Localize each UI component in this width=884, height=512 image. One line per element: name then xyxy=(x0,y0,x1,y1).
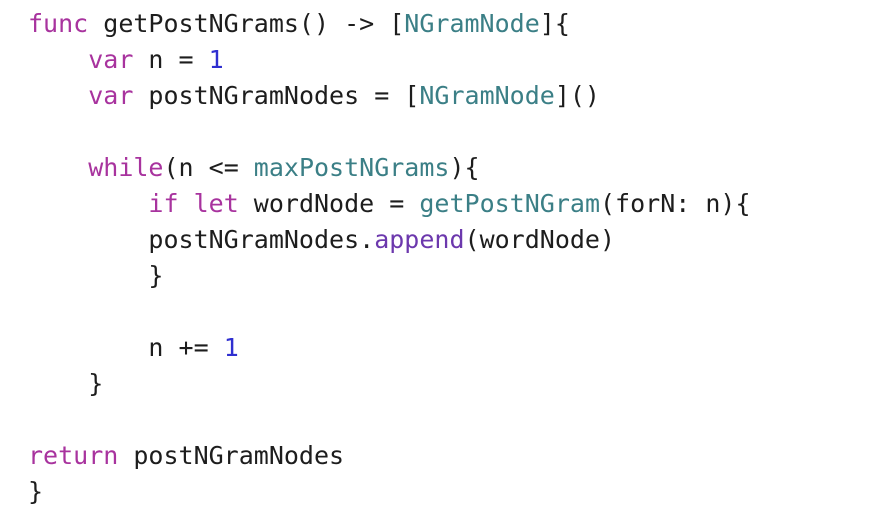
keyword-return: return xyxy=(28,441,119,470)
keyword-if: if xyxy=(148,189,179,218)
variable-postngramnodes-declaration: postNGramNodes = [ xyxy=(133,81,420,110)
code-line: return postNGramNodes xyxy=(28,438,751,474)
function-signature: getPostNGrams() -> [ xyxy=(88,9,405,38)
type-ngramnode: NGramNode xyxy=(404,9,540,38)
indent xyxy=(28,261,148,290)
keyword-func: func xyxy=(28,9,89,38)
space xyxy=(179,189,194,218)
keyword-let: let xyxy=(193,189,239,218)
closing-brace: } xyxy=(28,477,44,506)
call-arguments: (forN: n){ xyxy=(600,189,751,218)
code-line xyxy=(28,402,751,438)
code-line: while(n <= maxPostNGrams){ xyxy=(28,150,751,186)
code-line xyxy=(28,294,751,330)
indent xyxy=(28,81,88,110)
indent xyxy=(28,153,88,182)
code-line: var n = 1 xyxy=(28,42,751,78)
variable-wordnode-binding: wordNode = xyxy=(238,189,420,218)
method-append: append xyxy=(374,225,465,254)
closing-brace: } xyxy=(148,261,164,290)
indent xyxy=(28,369,88,398)
identifier-maxpostngrams: maxPostNGrams xyxy=(253,153,450,182)
code-line: } xyxy=(28,474,751,510)
indent xyxy=(28,225,148,254)
type-ngramnode: NGramNode xyxy=(419,81,555,110)
punctuation: ]{ xyxy=(539,9,570,38)
closing-brace: } xyxy=(88,369,104,398)
punctuation: ]() xyxy=(554,81,600,110)
code-line: var postNGramNodes = [NGramNode]() xyxy=(28,78,751,114)
condition: (n <= xyxy=(163,153,254,182)
code-line xyxy=(28,114,751,150)
code-line: n += 1 xyxy=(28,330,751,366)
code-editor[interactable]: func getPostNGrams() -> [NGramNode]{ var… xyxy=(28,6,751,510)
indent xyxy=(28,189,148,218)
indent xyxy=(28,333,148,362)
keyword-var: var xyxy=(88,45,134,74)
receiver-postngramnodes: postNGramNodes. xyxy=(148,225,375,254)
call-getpostngram: getPostNGram xyxy=(419,189,600,218)
punctuation: ){ xyxy=(449,153,480,182)
return-value: postNGramNodes xyxy=(118,441,345,470)
variable-n-declaration: n = xyxy=(133,45,209,74)
increment: n += xyxy=(148,333,224,362)
code-line: if let wordNode = getPostNGram(forN: n){ xyxy=(28,186,751,222)
number-literal: 1 xyxy=(208,45,224,74)
indent xyxy=(28,45,88,74)
keyword-var: var xyxy=(88,81,134,110)
number-literal: 1 xyxy=(223,333,239,362)
code-line: postNGramNodes.append(wordNode) xyxy=(28,222,751,258)
code-line: func getPostNGrams() -> [NGramNode]{ xyxy=(28,6,751,42)
call-arguments: (wordNode) xyxy=(464,225,616,254)
code-line: } xyxy=(28,366,751,402)
code-line: } xyxy=(28,258,751,294)
keyword-while: while xyxy=(88,153,164,182)
